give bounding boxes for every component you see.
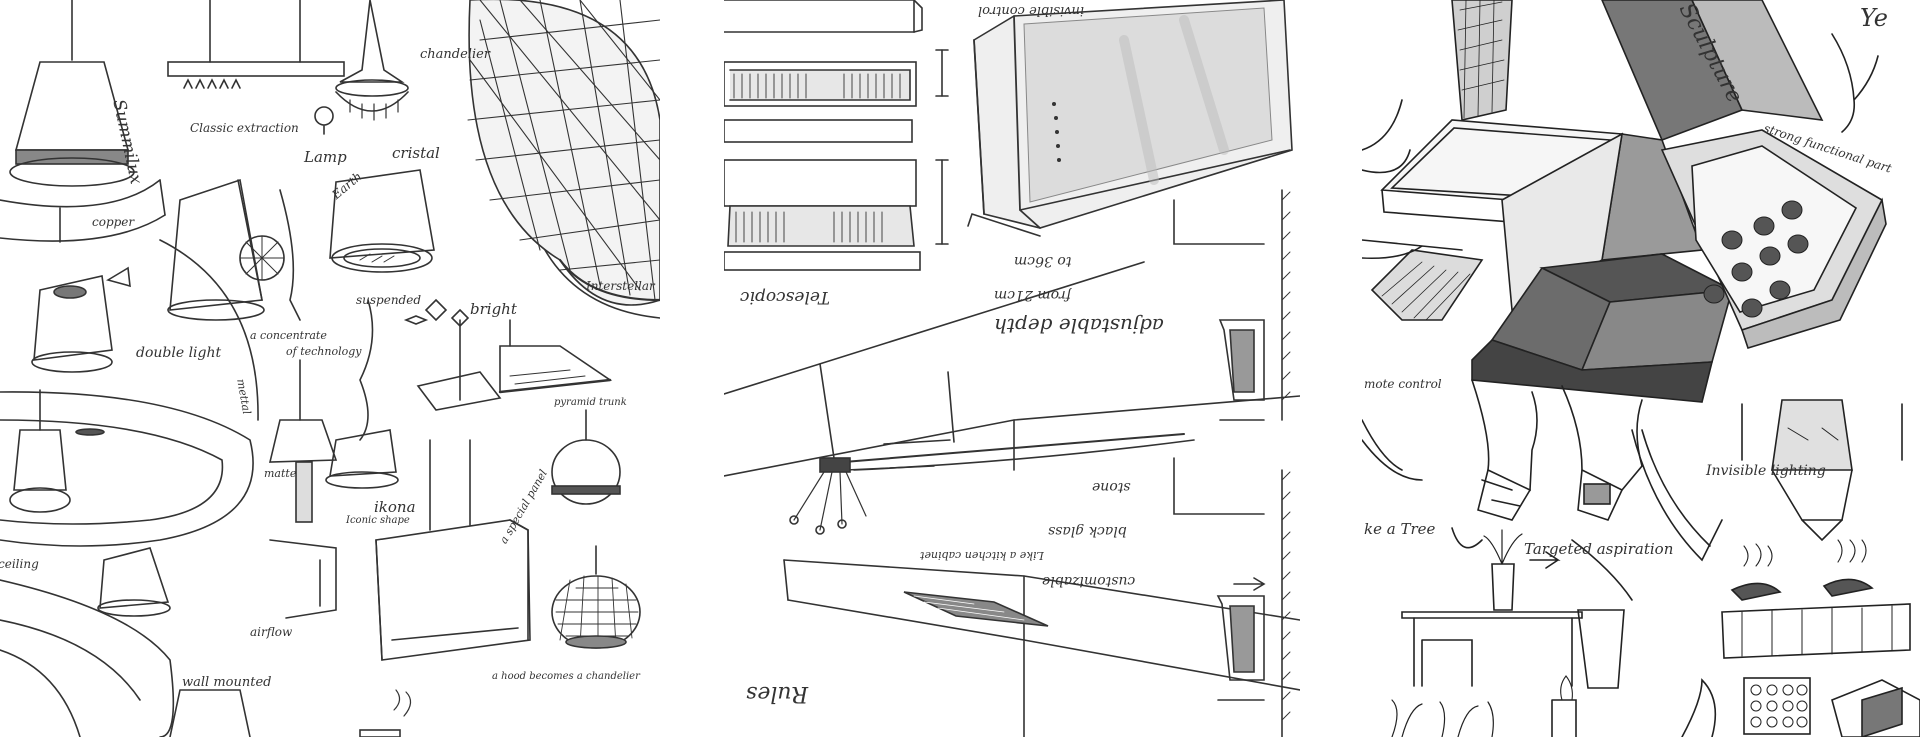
label-concentrate: a concentrate [250,329,327,342]
label-copper: copper [92,215,135,229]
lamp-hood-sketches [0,0,660,737]
label-wall-mounted: wall mounted [182,675,272,690]
label-bright: bright [470,300,517,318]
label-cristal: cristal [392,144,440,162]
label-targeted-aspiration: Targeted aspiration [1524,540,1674,558]
label-suspended: suspended [356,293,422,307]
label-pyramid-trunk: pyramid trunk [554,397,627,408]
label-ikona: ikona [374,498,416,516]
label-rules: Rules [746,681,809,706]
label-stone: stone [1092,479,1131,495]
label-iconic-shape: Iconic shape [346,515,410,526]
label-kitchen-cabinet: Like a kitchen cabinet [920,549,1044,562]
label-remote-control: mote control [1364,377,1442,391]
label-from-size: from 21cm [994,287,1071,303]
label-black-glass: black glass [1048,523,1127,539]
label-hood-chandelier: a hood becomes a chandelier [492,671,640,682]
label-invisible-control: invisible control [978,3,1085,18]
label-telescopic: Telescopic [740,287,830,307]
label-customizable: customizable [1042,573,1136,589]
sketch-panel-lamps: Summilux copper Classic extraction Lamp … [0,0,660,737]
label-double-light: double light [136,345,222,361]
label-ye: Ye [1860,4,1888,32]
label-of-technology: of technology [286,345,362,358]
label-airflow: airflow [250,625,293,639]
label-adjustable-depth: adjustable depth [994,314,1164,338]
label-classic-extraction: Classic extraction [190,121,299,135]
label-like-a-tree: ke a Tree [1364,520,1436,538]
sketch-panel-hoods: invisible control Telescopic from 21cm t… [724,0,1300,737]
label-ceiling: ceiling [0,557,39,571]
sculpture-hood-sketches [1362,0,1920,737]
telescopic-hood-sketches [724,0,1300,737]
label-invisible-lighting: Invisible lighting [1706,463,1826,479]
label-to-size: to 36cm [1014,253,1072,269]
label-chandelier: chandelier [420,47,491,62]
sketch-panel-sculpture: Sculpture Ye strong functional part mote… [1362,0,1920,737]
label-interstellar: Interstellar [586,279,655,293]
label-matte: matte [264,467,297,480]
label-lamp: Lamp [304,148,347,166]
